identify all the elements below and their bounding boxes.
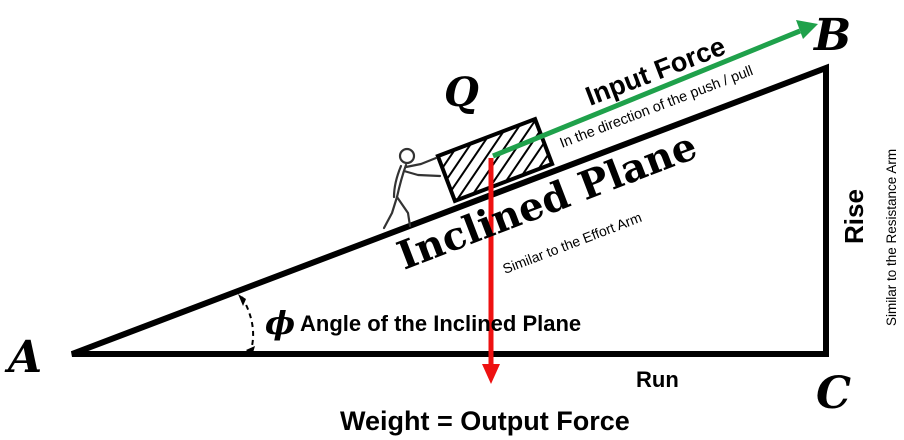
vertex-a: A	[4, 332, 42, 383]
angle-arrow-top	[238, 294, 246, 306]
run-label: Run	[636, 367, 679, 392]
input-force-arrow	[492, 28, 801, 159]
angle-label: Angle of the Inclined Plane	[300, 311, 581, 336]
weight-arrowhead	[482, 364, 500, 384]
rise-note: Similar to the Resistance Arm	[884, 149, 899, 326]
angle-arrow-bottom	[246, 346, 255, 356]
weight-label: Weight = Output Force	[340, 406, 630, 436]
rise-label: Rise	[839, 189, 869, 244]
angle-arc	[241, 296, 255, 351]
inclined-plane-triangle	[70, 63, 829, 357]
vertex-q: Q	[444, 69, 479, 116]
vertex-b: B	[812, 10, 851, 61]
angle-symbol: ϕ	[265, 304, 295, 342]
vertex-c: C	[816, 368, 851, 419]
person-pushing-icon	[382, 147, 442, 230]
hatched-block-icon	[435, 116, 555, 204]
input-force-arrowhead	[796, 20, 818, 39]
